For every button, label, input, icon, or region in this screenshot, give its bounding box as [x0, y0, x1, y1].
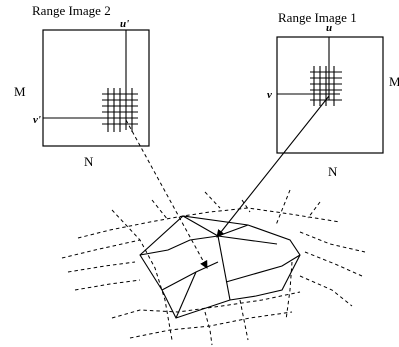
range-image-2: Range Image 2 M N u' v' [14, 3, 150, 169]
projection-ray-range-image-1 [216, 95, 330, 238]
range-image-2-u-label: u' [120, 18, 129, 30]
range-image-1-frame [276, 36, 384, 154]
range-image-1-cols-label: N [328, 164, 338, 179]
range-image-2-frame [42, 29, 150, 147]
dashed-surface-mesh [61, 189, 366, 346]
range-image-2-v-label: v' [33, 114, 41, 126]
range-image-1-title: Range Image 1 [278, 10, 357, 25]
range-image-1-u-label: u [326, 22, 332, 34]
range-image-1: Range Image 1 M N u v [267, 10, 399, 179]
projection-ray-range-image-2 [125, 119, 208, 269]
range-image-2-pixel-grid [102, 88, 138, 132]
solid-surface-patch [139, 215, 301, 319]
range-image-1-v-label: v [267, 89, 272, 101]
range-image-2-title: Range Image 2 [32, 3, 111, 18]
range-image-1-rows-label: M [389, 74, 399, 89]
range-image-2-cols-label: N [84, 154, 94, 169]
range-image-2-rows-label: M [14, 84, 26, 99]
